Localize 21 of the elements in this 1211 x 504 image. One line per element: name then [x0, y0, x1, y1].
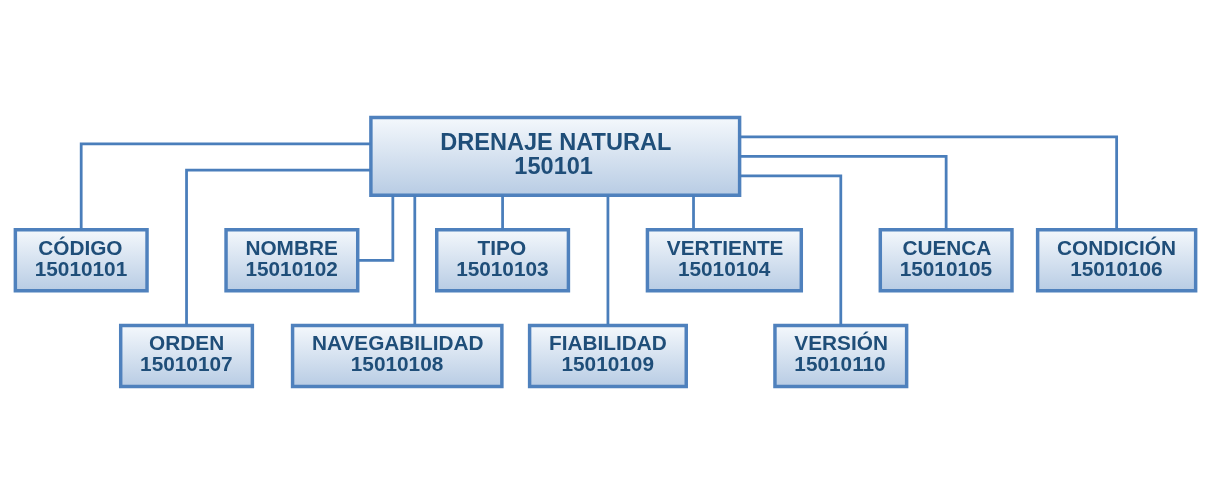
node-box: CONDICIÓN 15010106 [1035, 228, 1198, 293]
node-box: TIPO 15010103 [435, 228, 571, 293]
node-box: DRENAJE NATURAL 150101 [369, 115, 742, 197]
connector [739, 174, 843, 326]
node-box: NOMBRE 15010102 [224, 228, 360, 293]
connector [739, 135, 1119, 230]
node-box: ORDEN 15010107 [118, 323, 255, 389]
node-box: CÓDIGO 15010101 [13, 228, 149, 293]
node-box: CUENCA 15010105 [878, 228, 1014, 293]
node-box: FIABILIDAD 15010109 [527, 323, 688, 389]
connector [606, 195, 610, 325]
node-box: VERTIENTE 15010104 [645, 228, 804, 293]
connector [739, 154, 948, 230]
connector [185, 168, 371, 326]
connector [501, 195, 504, 230]
connector [413, 195, 417, 325]
connector [358, 195, 395, 262]
node-box: NAVEGABILIDAD 15010108 [290, 323, 504, 389]
connector [79, 142, 371, 230]
node-box: VERSIÓN 15010110 [773, 323, 909, 389]
connector [692, 195, 695, 230]
